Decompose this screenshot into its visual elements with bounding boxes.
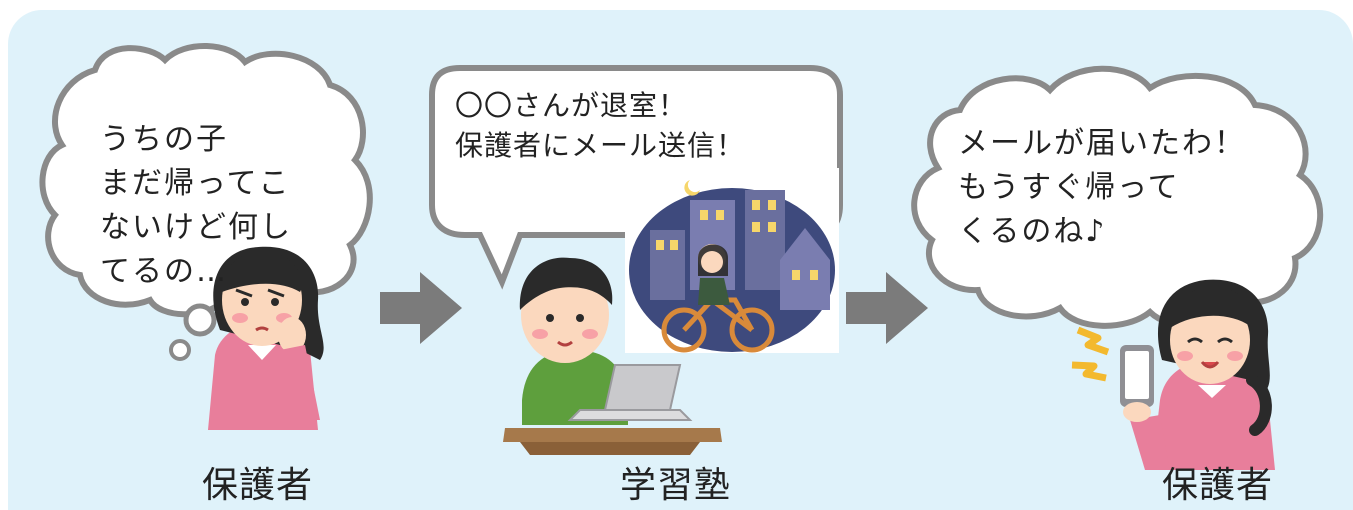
thought-line: うちの子: [100, 122, 228, 157]
arrow-right-icon: [846, 272, 928, 344]
thought-line: もうすぐ帰って: [958, 170, 1180, 205]
middle-caption: 学習塾: [620, 465, 732, 506]
thought-line: てるの…: [100, 254, 228, 289]
arrow-right-icon: [380, 272, 462, 344]
right-caption: 保護者: [1162, 465, 1274, 506]
middle-speech-text: 〇〇さんが退室！ 保護者にメール送信！: [455, 86, 745, 166]
teacher-at-laptop-illustration: [503, 257, 722, 455]
speech-line: 〇〇さんが退室！: [455, 89, 688, 122]
right-thought-text: メールが届いたわ！ もうすぐ帰って くるのね♪: [958, 122, 1246, 254]
happy-parent-illustration: [1071, 279, 1275, 470]
thought-line: くるのね♪: [958, 214, 1107, 249]
night-cyclist-illustration: [625, 168, 839, 353]
worried-parent-illustration: [208, 246, 324, 430]
thought-line: メールが届いたわ！: [958, 126, 1246, 161]
thought-line: まだ帰ってこ: [100, 166, 291, 201]
left-thought-text: うちの子 まだ帰ってこ ないけど何し てるの…: [100, 118, 292, 294]
left-caption: 保護者: [202, 465, 314, 506]
speech-line: 保護者にメール送信！: [455, 129, 746, 162]
thought-line: ないけど何し: [100, 210, 292, 245]
